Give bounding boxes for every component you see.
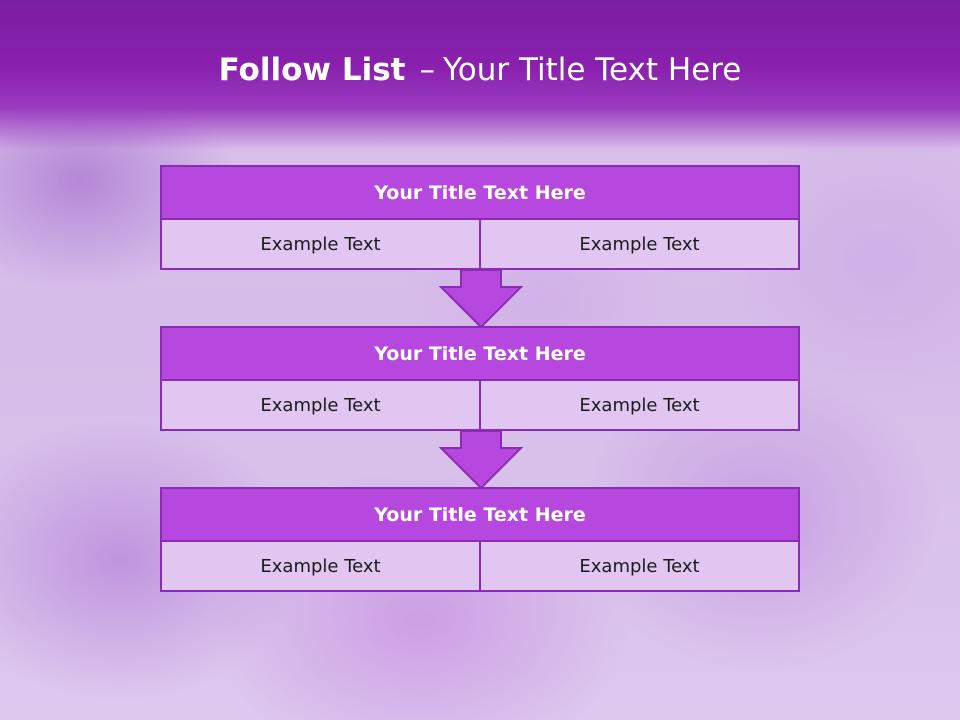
block-cell-right: Example Text: [481, 381, 800, 431]
list-block-2: Your Title Text Here Example Text Exampl…: [160, 326, 800, 431]
page-title-bold: Follow List: [218, 52, 406, 88]
block-row: Example Text Example Text: [160, 220, 800, 270]
block-title: Your Title Text Here: [160, 326, 800, 381]
block-cell-right: Example Text: [481, 220, 800, 270]
block-cell-right: Example Text: [481, 542, 800, 592]
list-block-1: Your Title Text Here Example Text Exampl…: [160, 165, 800, 270]
block-title: Your Title Text Here: [160, 487, 800, 542]
page-title: Follow List–Your Title Text Here: [0, 52, 960, 88]
block-cell-left: Example Text: [160, 220, 481, 270]
block-row: Example Text Example Text: [160, 542, 800, 592]
block-cell-left: Example Text: [160, 381, 481, 431]
page-title-rest: Your Title Text Here: [442, 52, 742, 88]
block-cell-left: Example Text: [160, 542, 481, 592]
down-arrow-icon: [438, 431, 524, 489]
block-title: Your Title Text Here: [160, 165, 800, 220]
list-block-3: Your Title Text Here Example Text Exampl…: [160, 487, 800, 592]
down-arrow-icon: [438, 270, 524, 328]
block-row: Example Text Example Text: [160, 381, 800, 431]
page-title-separator: –: [419, 52, 435, 88]
header-band: [0, 0, 960, 150]
